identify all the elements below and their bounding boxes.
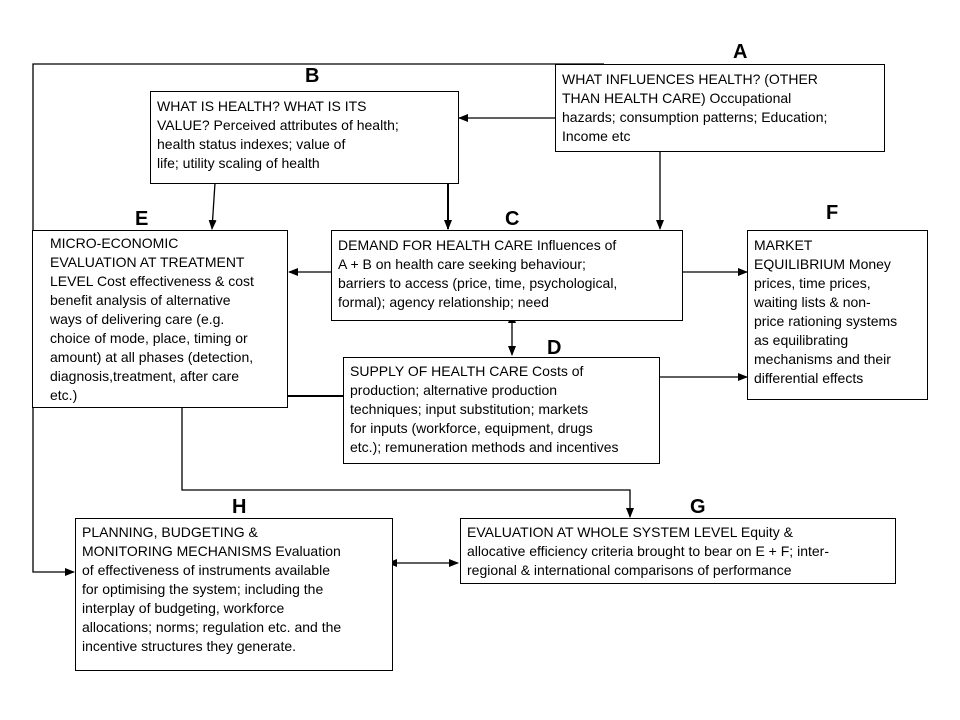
label-a: A — [733, 41, 748, 63]
box-h-planning-budgeting: PLANNING, BUDGETING & MONITORING MECHANI… — [75, 518, 393, 671]
box-a-health-influences: WHAT INFLUENCES HEALTH? (OTHER THAN HEAL… — [555, 64, 885, 152]
label-b: B — [305, 65, 320, 87]
arrow-e-to-g — [181, 408, 634, 518]
box-b-what-is-health: WHAT IS HEALTH? WHAT IS ITS VALUE? Perce… — [150, 91, 459, 184]
label-g: G — [690, 496, 706, 518]
label-h: H — [232, 496, 247, 518]
label-d: D — [547, 337, 562, 359]
box-c-demand: DEMAND FOR HEALTH CARE Influences of A +… — [331, 230, 683, 321]
arrow-b-to-e — [208, 182, 217, 230]
box-d-supply: SUPPLY OF HEALTH CARE Costs of productio… — [343, 357, 660, 464]
box-f-market-equilibrium: MARKET EQUILIBRIUM Money prices, time pr… — [747, 230, 928, 400]
label-e: E — [135, 208, 149, 230]
box-g-whole-system-evaluation: EVALUATION AT WHOLE SYSTEM LEVEL Equity … — [460, 518, 896, 584]
label-c: C — [505, 208, 520, 230]
box-e-micro-economic-evaluation: MICRO-ECONOMIC EVALUATION AT TREATMENT L… — [32, 230, 288, 408]
label-f: F — [826, 202, 839, 224]
